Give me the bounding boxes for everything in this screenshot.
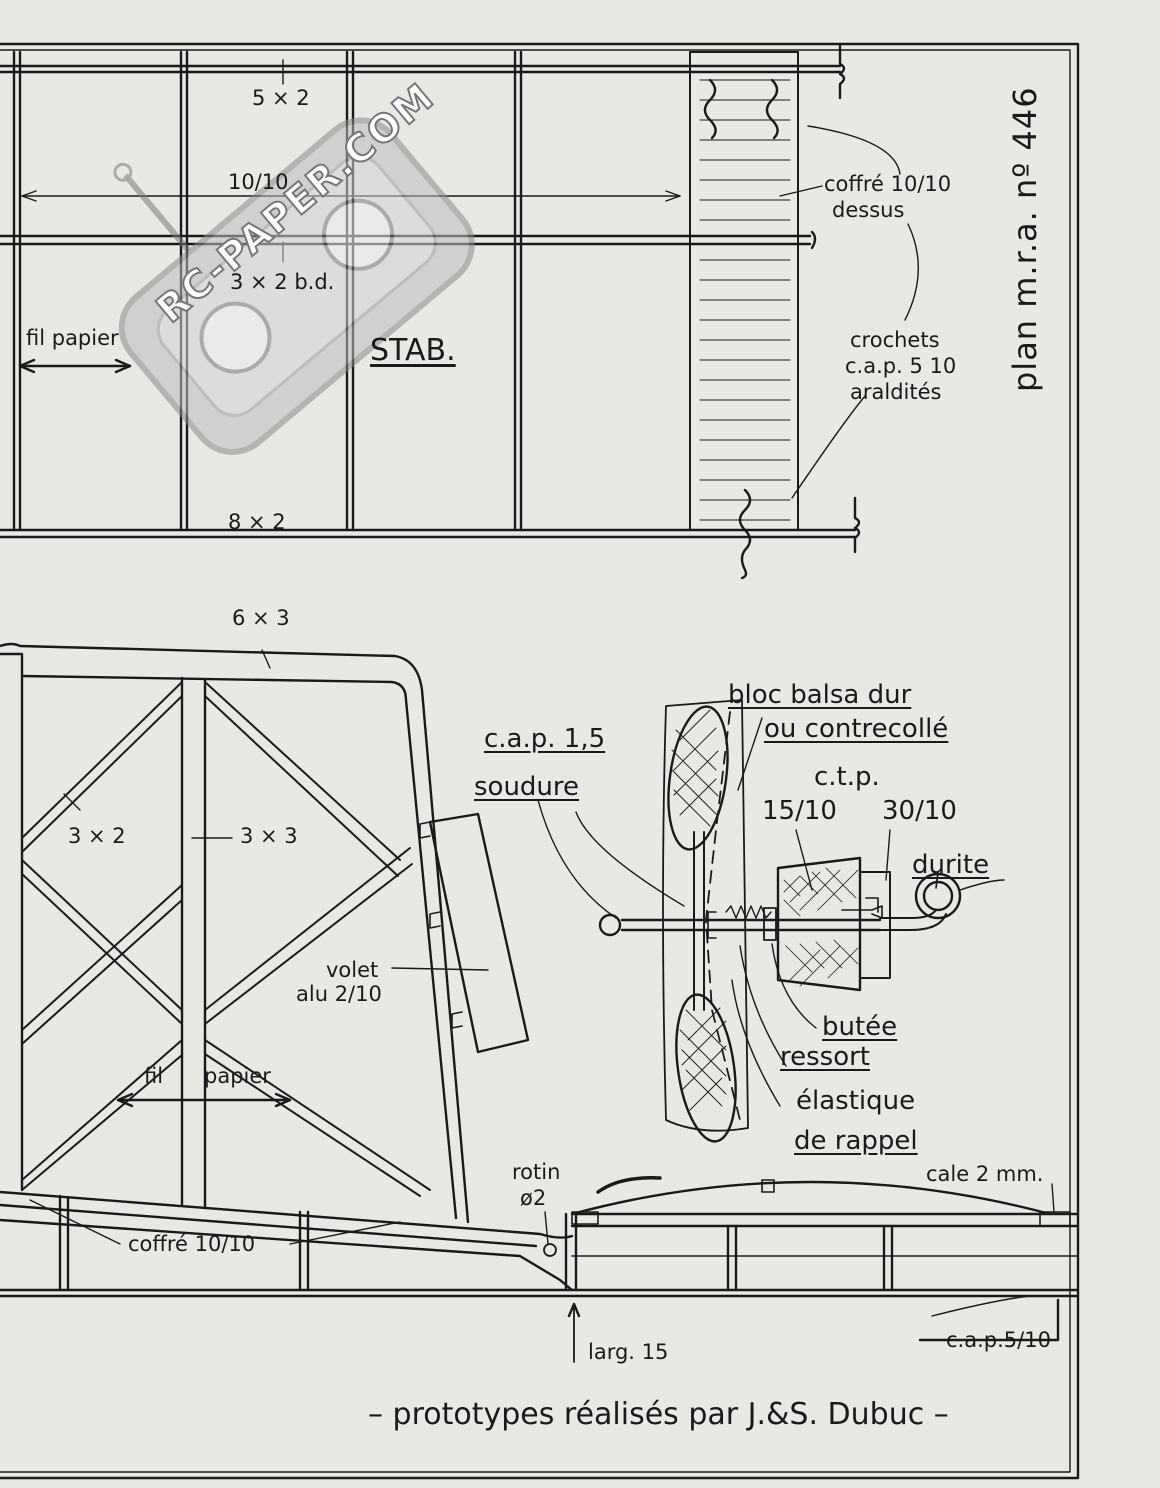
skin-label: 10/10 bbox=[228, 170, 289, 194]
shim-label: cale 2 mm. bbox=[926, 1162, 1044, 1186]
fin-diag-label: 3 × 2 bbox=[68, 824, 126, 848]
hooks-label-2: c.a.p. 5 10 bbox=[845, 354, 957, 378]
tube-label: durite bbox=[912, 850, 990, 880]
spar-mid-label: 3 × 2 b.d. bbox=[230, 270, 335, 294]
flap-label-2: alu 2/10 bbox=[296, 982, 382, 1006]
wire-label: c.a.p.5/10 bbox=[946, 1328, 1051, 1352]
rc-paper-watermark bbox=[113, 117, 475, 455]
plan-reference: plan m.r.a. nº 446 bbox=[1006, 86, 1044, 392]
fin-grain-label-b: papier bbox=[204, 1064, 271, 1088]
width-label: larg. 15 bbox=[588, 1340, 669, 1364]
rattan-label-2: ø2 bbox=[520, 1186, 547, 1210]
spring-label: ressort bbox=[780, 1042, 870, 1072]
ply-thickness-a: 15/10 bbox=[762, 796, 837, 826]
fin-top-spar-label: 6 × 3 bbox=[232, 606, 290, 630]
hooks-label-3: araldités bbox=[850, 380, 942, 404]
elastic-label-1: élastique bbox=[796, 1086, 916, 1116]
wire-detail-label: c.a.p. 1,5 bbox=[484, 724, 606, 754]
fin-structure bbox=[0, 642, 1080, 1363]
release-mechanism-detail bbox=[537, 699, 1005, 1143]
hooks-label-1: crochets bbox=[850, 328, 940, 352]
spar-bottom-label: 8 × 2 bbox=[228, 510, 286, 534]
stop-label: butée bbox=[822, 1012, 898, 1042]
rattan-label-1: rotin bbox=[512, 1160, 561, 1184]
solder-label: soudure bbox=[474, 772, 580, 802]
ply-label: c.t.p. bbox=[814, 762, 880, 792]
ply-thickness-b: 30/10 bbox=[882, 796, 957, 826]
block-label-1: bloc balsa dur bbox=[728, 680, 912, 710]
sheeting-label-1: coffré 10/10 bbox=[824, 172, 952, 196]
fin-upright-label: 3 × 3 bbox=[240, 824, 298, 848]
flap-label-1: volet bbox=[326, 958, 379, 982]
fin-sheeting-label: coffré 10/10 bbox=[128, 1232, 256, 1256]
stab-title: STAB. bbox=[370, 333, 456, 368]
sheeting-label-2: dessus bbox=[832, 198, 905, 222]
page-frame bbox=[0, 42, 1080, 1480]
fin-grain-label-a: fil bbox=[144, 1064, 164, 1088]
grain-label: fil papier bbox=[26, 326, 119, 350]
credit-line: – prototypes réalisés par J.&S. Dubuc – bbox=[368, 1397, 949, 1432]
spar-top-label: 5 × 2 bbox=[252, 86, 310, 110]
elastic-label-2: de rappel bbox=[794, 1126, 918, 1156]
block-label-2: ou contrecollé bbox=[764, 714, 949, 744]
